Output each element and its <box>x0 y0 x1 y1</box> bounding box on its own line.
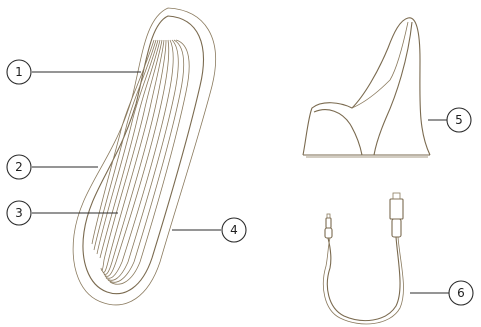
callout-3-label: 3 <box>15 206 23 220</box>
callout-2: 2 <box>7 155 98 179</box>
shell-product <box>73 8 215 305</box>
micro-plug-tip <box>327 214 330 218</box>
callout-6: 6 <box>410 281 473 305</box>
callout-5-label: 5 <box>455 113 463 127</box>
usb-cable <box>323 193 403 324</box>
usb-a-plug-metal <box>393 193 400 199</box>
shell-ribs <box>92 40 189 284</box>
callout-4-label: 4 <box>230 223 238 237</box>
callout-2-label: 2 <box>15 160 23 174</box>
callout-6-label: 6 <box>457 286 465 300</box>
callout-1-label: 1 <box>15 65 23 79</box>
charging-stand <box>303 18 430 157</box>
shell-outer-outline <box>73 8 215 305</box>
callout-5: 5 <box>428 108 471 132</box>
stand-cradle-curve <box>314 110 362 155</box>
micro-plug-head <box>326 218 331 228</box>
callout-1: 1 <box>7 60 141 84</box>
usb-a-plug-strain <box>392 219 401 237</box>
callout-4: 4 <box>172 218 246 242</box>
cable-wire-a <box>327 237 400 321</box>
micro-plug-strain <box>325 228 332 238</box>
stand-body <box>303 18 430 155</box>
stand-split-line <box>374 22 412 155</box>
usb-a-plug-head <box>390 199 403 219</box>
